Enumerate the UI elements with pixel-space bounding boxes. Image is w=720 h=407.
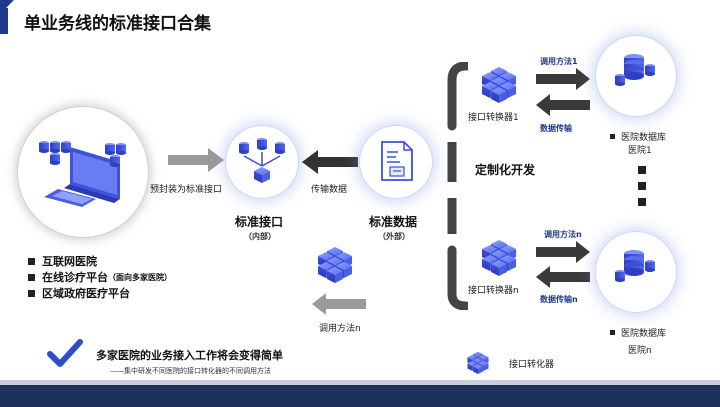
title-accent-bar: [0, 8, 8, 34]
call-method-1-arrow: [536, 68, 590, 90]
list-item-text: 互联网医院: [42, 255, 97, 268]
legend-converter-icon: [462, 346, 494, 376]
standard-interface-circle: [226, 126, 298, 198]
list-item: 区域政府医疗平台: [28, 285, 172, 301]
call-method-n-label: 调用方法n: [319, 324, 361, 334]
checkmark-icon: [47, 339, 83, 367]
standard-interface-icon: [239, 138, 285, 183]
data-transfer-arrow: [536, 94, 590, 116]
standard-data-sub: （外部）: [378, 232, 410, 241]
hospital-db-n-caption: 医院数据库: [610, 326, 666, 339]
conclusion-sub: ——集中研发不同医院的接口转化器的不同调用方法: [110, 367, 271, 375]
hospital-db-1-circle: [596, 36, 676, 116]
converter-cluster-icon: [310, 240, 360, 286]
bullet-icon: [28, 289, 35, 297]
standard-interface-sub: （内部）: [244, 232, 276, 241]
hospital-1-label: 医院1: [628, 146, 652, 156]
document-code-icon: [381, 141, 413, 181]
wrap-arrow: [168, 148, 224, 172]
converter-n-icon: [474, 233, 524, 279]
conclusion-main: 多家医院的业务接入工作将会变得简单: [96, 349, 283, 362]
db-n-label: 医院数据库: [621, 329, 667, 339]
ellipsis-dot: [638, 198, 646, 206]
database-icon: [615, 54, 655, 86]
transmit-arrow: [302, 150, 358, 174]
standard-data-label: 标准数据: [369, 215, 418, 229]
bullet-icon: [28, 273, 35, 281]
converter-n-label: 接口转换器n: [468, 286, 519, 296]
list-item-text: 在线诊疗平台: [42, 271, 108, 284]
list-item-text: 区域政府医疗平台: [42, 287, 130, 300]
hospital-db-n-circle: [596, 232, 676, 312]
ellipsis-dot: [638, 182, 646, 190]
hospital-db-1-caption: 医院数据库: [610, 130, 666, 143]
platform-circle: [18, 107, 148, 237]
call-method-1-label: 调用方法1: [540, 57, 578, 66]
call-method-n-right-arrow: [536, 241, 590, 263]
hospital-n-label: 医院n: [628, 346, 652, 356]
call-method-arrow: [312, 293, 366, 315]
legend-label: 接口转化器: [509, 360, 555, 370]
converter-1-icon: [474, 60, 524, 106]
database-icon: [615, 250, 655, 282]
platform-computer-icon: [39, 141, 126, 207]
platform-list: 互联网医院 在线诊疗平台 （面向多家医院） 区域政府医疗平台: [28, 253, 172, 301]
data-transfer-label: 数据传输: [540, 124, 572, 133]
list-item: 互联网医院: [28, 253, 172, 269]
converter-1-label: 接口转换器1: [468, 113, 519, 123]
transmit-label: 传输数据: [311, 185, 348, 195]
data-transfer-n-arrow: [536, 266, 590, 288]
standard-interface-label: 标准接口: [235, 215, 284, 229]
wrap-label: 预封装为标准接口: [150, 185, 223, 195]
db-1-label: 医院数据库: [621, 133, 667, 143]
data-transfer-n-label: 数据传输n: [540, 295, 578, 304]
bullet-icon: [610, 330, 615, 335]
ellipsis-dot: [638, 166, 646, 174]
footer-bar: [0, 385, 720, 407]
list-item: 在线诊疗平台 （面向多家医院）: [28, 269, 172, 285]
custom-dev-label: 定制化开发: [475, 163, 536, 177]
call-method-n-right-label: 调用方法n: [544, 230, 582, 239]
bullet-icon: [610, 134, 615, 139]
list-item-note: （面向多家医院）: [108, 272, 172, 282]
bullet-icon: [28, 257, 35, 265]
page-title: 单业务线的标准接口合集: [24, 14, 211, 34]
standard-data-circle: [360, 126, 432, 198]
footer-divider: [0, 380, 720, 385]
custom-dev-bracket: [447, 62, 468, 310]
